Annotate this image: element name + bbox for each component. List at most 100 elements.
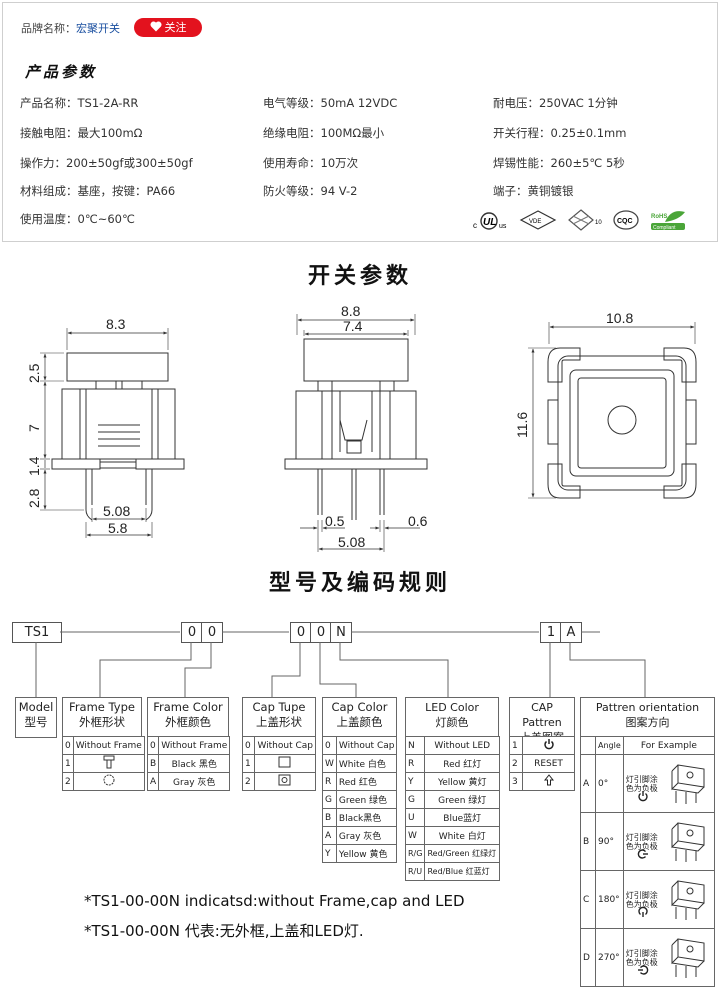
frame-type-1-icon (72, 754, 145, 773)
heart-icon (149, 21, 162, 32)
svg-text:us: us (499, 223, 507, 230)
frame-type-header: Frame Type 外框形状 (62, 697, 142, 738)
value-cell: Blue蓝灯 (424, 808, 500, 827)
code-cell: 3 (509, 772, 523, 791)
param-voltage: 耐电压：250VAC 1分钟 (493, 96, 618, 110)
led-color-header-cn: 灯颜色 (435, 716, 469, 729)
switch-example-180-icon (638, 880, 705, 920)
value-cell: White 白灯 (424, 826, 500, 845)
cqc-logo: CQC (613, 210, 639, 230)
led-color-header-en: LED Color (425, 701, 479, 714)
frame-type-header-en: Frame Type (69, 700, 135, 714)
param-fire: 防火等级：94 V-2 (263, 184, 358, 198)
frame-type-2-icon (72, 772, 145, 791)
code-prefix: TS1 (12, 622, 62, 643)
cap-type-header-cn: 上盖形状 (256, 715, 302, 729)
code-cell: B (322, 808, 337, 827)
value-cell: Yellow 黄灯 (424, 772, 500, 791)
model-header-en: Model (18, 700, 54, 714)
code-cell: B (146, 754, 160, 773)
dim-a-h3: 1.4 (26, 456, 42, 476)
rohs-logo: RoHS Compliant (651, 211, 685, 231)
param-temp: 使用温度：0℃~60℃ (20, 212, 135, 226)
note-chinese: *TS1-00-00N 代表:无外框,上盖和LED灯. (84, 922, 364, 940)
switch-example-0-icon (638, 764, 705, 804)
frame-type-header-cn: 外框形状 (79, 715, 125, 729)
code-cell: 1 (509, 736, 523, 755)
table-row: 2 (62, 772, 145, 791)
switch-example-270-icon (637, 938, 705, 978)
code-cell: R (404, 754, 426, 773)
brand-link[interactable]: 宏聚开关 (76, 22, 120, 35)
value-cell: Red/Green 红绿灯 (424, 844, 500, 863)
frame-color-header: Frame Color 外框颜色 (147, 697, 229, 738)
code-cell: R/U (404, 862, 426, 881)
led-note: 灯引脚涂色为负极 (625, 774, 658, 793)
code-cell: B (580, 812, 596, 871)
table-row: 1 (241, 754, 316, 773)
note-english: *TS1-00-00N indicatsd:without Frame,cap … (84, 892, 465, 910)
dim-b-p1: 0.5 (325, 513, 345, 529)
led-note: 灯引脚涂色为负极 (625, 832, 658, 851)
angle-cell: 180° (595, 870, 624, 929)
product-params-card: 品牌名称：宏聚开关 关注 产品参数 产品名称：TS1-2A-RR 电气等级：50… (2, 2, 718, 242)
follow-label: 关注 (164, 21, 187, 34)
code-cell: U (404, 808, 426, 827)
value-cell: Gray 灰色 (158, 772, 231, 791)
code-cell: D (580, 928, 596, 987)
example-label: For Example (622, 736, 716, 755)
value-cell: White 白色 (335, 754, 398, 773)
value-cell: Black 黑色 (158, 754, 231, 773)
code-cell: G (322, 790, 337, 809)
param-insulation: 绝缘电阻：100MΩ最小 (263, 126, 385, 140)
code-cell: 1 (62, 754, 74, 773)
angle-cell: 270° (595, 928, 624, 987)
frame-color-header-en: Frame Color (153, 700, 223, 714)
code-cell: 2 (241, 772, 256, 791)
dim-a-p1: 5.08 (103, 503, 130, 519)
code-cell: 0 (241, 736, 256, 755)
param-travel: 开关行程：0.25±0.1mm (493, 126, 627, 140)
value-cell: Green 绿色 (335, 790, 398, 809)
example-270-cell: 灯引脚涂色为负极 (622, 928, 716, 987)
vde-logo: VDE (519, 210, 557, 230)
enec-logo: 10 (568, 209, 602, 231)
value-cell: Red 红灯 (424, 754, 500, 773)
section-title: 产品参数 (25, 63, 98, 81)
cap-type-2-icon (254, 772, 316, 791)
code-cell: W (404, 826, 426, 845)
switch-params-title: 开关参数 (307, 264, 412, 289)
svg-text:RoHS: RoHS (651, 214, 667, 220)
cap-color-header-en: Cap Color (331, 700, 388, 714)
angle-cell: 0° (595, 754, 624, 813)
svg-text:10: 10 (595, 220, 602, 226)
top-view-drawing (528, 322, 697, 499)
dim-c-w: 10.8 (606, 310, 633, 326)
table-row: 2 (241, 772, 316, 791)
value-cell: RESET (522, 754, 575, 773)
cap-pattern-header: CAP Pattren 上盖图案 (509, 697, 575, 744)
code-cell: R (322, 772, 337, 791)
dim-b-w2: 7.4 (343, 318, 363, 334)
dim-b-p2: 0.6 (408, 513, 428, 529)
code-connector-lines (35, 631, 646, 697)
dim-a-h2: 7 (26, 424, 42, 432)
follow-button[interactable]: 关注 (134, 18, 202, 37)
code-cell: 0 (62, 736, 74, 755)
